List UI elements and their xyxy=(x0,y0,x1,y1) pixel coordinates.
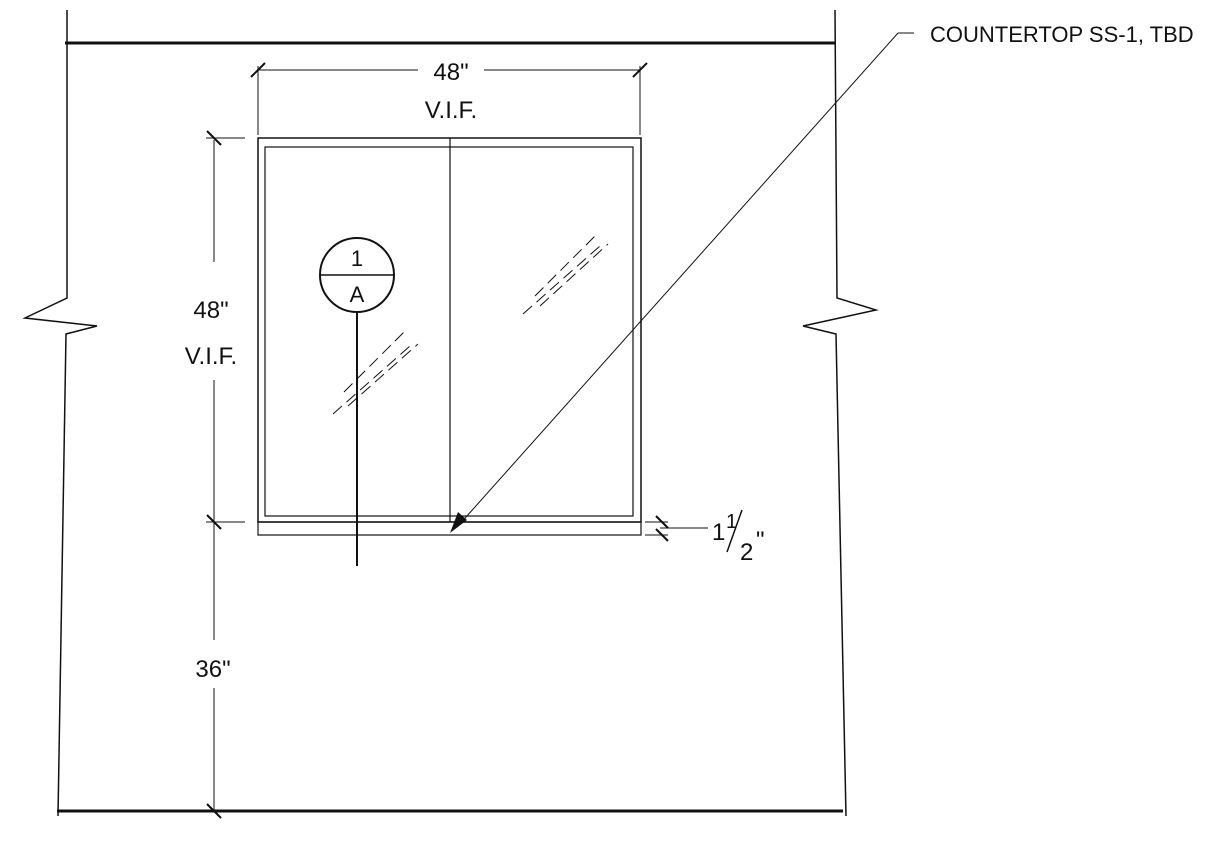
sill-height-dimension: 36" xyxy=(195,522,231,819)
window xyxy=(257,137,642,523)
width-dimension: 48" V.I.F. xyxy=(250,59,648,135)
width-dimension-value: 48" xyxy=(433,59,468,86)
countertop-callout-text: COUNTERTOP SS-1, TBD xyxy=(930,22,1194,47)
countertop-thickness-denominator: 2 xyxy=(740,539,753,566)
section-tag: 1 A xyxy=(319,237,395,566)
right-wall-break-line xyxy=(802,9,879,817)
glass-hatch-right xyxy=(522,235,609,315)
glass-hatch-left xyxy=(332,331,419,415)
countertop-thickness-whole: 1 xyxy=(712,519,725,546)
width-dimension-note: V.I.F. xyxy=(425,97,477,124)
callout-arrowhead xyxy=(450,512,467,533)
section-tag-sheet: A xyxy=(350,282,365,307)
height-dimension-note: V.I.F. xyxy=(185,343,237,370)
height-dimension-value: 48" xyxy=(193,297,228,324)
countertop xyxy=(257,521,642,536)
section-tag-number: 1 xyxy=(351,246,363,271)
height-dimension: 48" V.I.F. xyxy=(185,130,245,530)
left-wall-break-line xyxy=(22,10,98,817)
window-inner-frame xyxy=(264,146,634,517)
countertop-thickness-numerator: 1 xyxy=(726,511,737,533)
countertop-thickness-unit: " xyxy=(756,527,765,554)
countertop-thickness-dimension: 1 1 2 " xyxy=(645,509,765,566)
sill-height-value: 36" xyxy=(195,656,230,683)
countertop-callout: COUNTERTOP SS-1, TBD xyxy=(450,22,1194,533)
